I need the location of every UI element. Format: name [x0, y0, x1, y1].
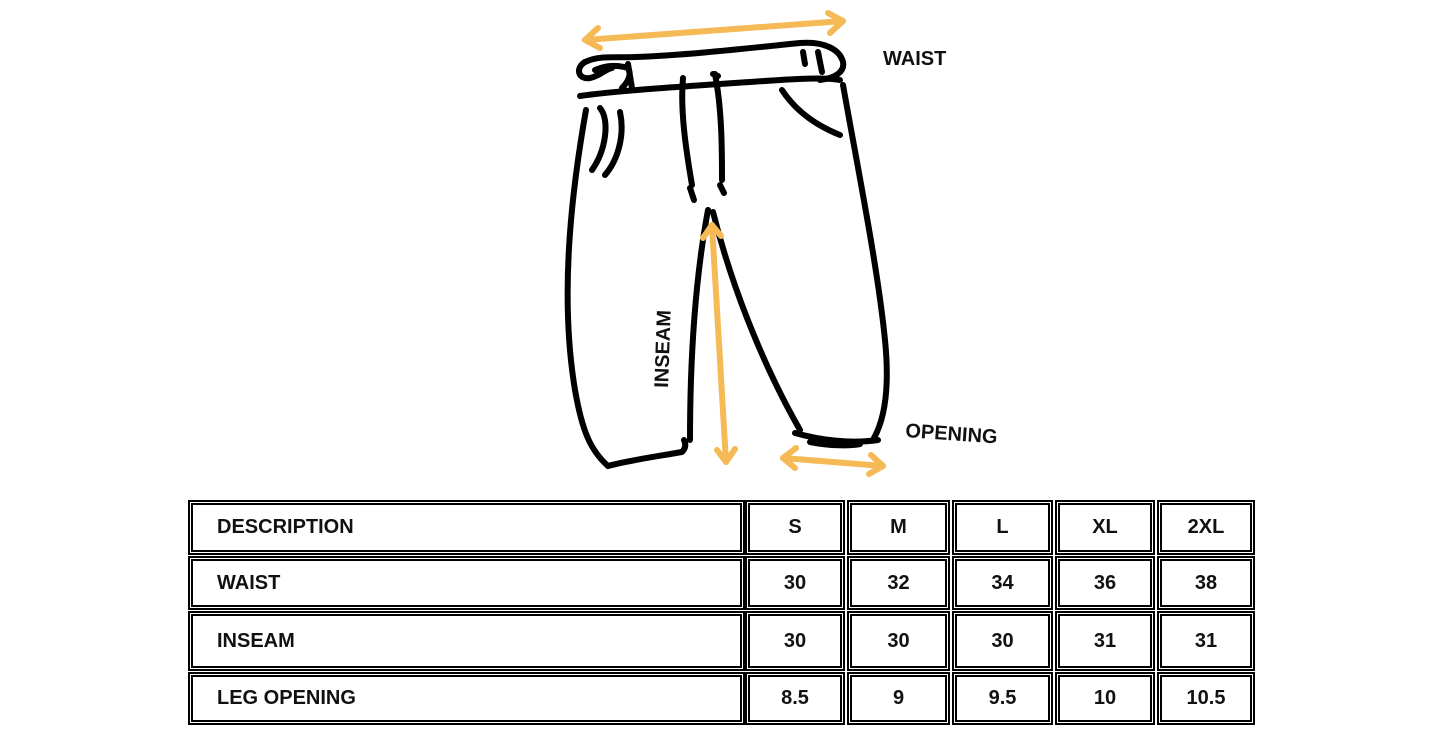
measurement-value-cell: 34: [952, 556, 1053, 610]
waist-label: WAIST: [883, 48, 946, 70]
measurement-value-cell: 31: [1157, 611, 1255, 671]
header-size-cell: 2XL: [1157, 500, 1255, 555]
row-label-cell: WAIST: [188, 556, 745, 610]
opening-label: OPENING: [905, 420, 999, 448]
measurement-value-cell: 38: [1157, 556, 1255, 610]
measurement-value-cell: 36: [1055, 556, 1155, 610]
row-label-cell: LEG OPENING: [188, 672, 745, 725]
measurement-value-cell: 30: [847, 611, 950, 671]
pants-diagram: WAIST INSEAM OPENING: [564, 10, 999, 477]
row-label-cell: INSEAM: [188, 611, 745, 671]
opening-arrow: [780, 445, 886, 477]
pants-outline: [564, 39, 890, 469]
header-size-cell: S: [745, 500, 845, 555]
header-size-cell: L: [952, 500, 1053, 555]
header-size-cell: XL: [1055, 500, 1155, 555]
waist-arrow: [582, 10, 846, 51]
measurement-value-cell: 30: [745, 611, 845, 671]
measurement-value-cell: 9.5: [952, 672, 1053, 725]
measurement-value-cell: 10.5: [1157, 672, 1255, 725]
measurement-value-cell: 32: [847, 556, 950, 610]
measurement-value-cell: 30: [745, 556, 845, 610]
measurement-arrows: [582, 10, 886, 477]
header-size-cell: M: [847, 500, 950, 555]
measurement-value-cell: 10: [1055, 672, 1155, 725]
measurement-value-cell: 8.5: [745, 672, 845, 725]
inseam-label: INSEAM: [651, 310, 676, 389]
header-description-cell: DESCRIPTION: [188, 500, 745, 555]
measurement-value-cell: 9: [847, 672, 950, 725]
inseam-arrow: [700, 222, 738, 465]
measurement-value-cell: 30: [952, 611, 1053, 671]
measurement-value-cell: 31: [1055, 611, 1155, 671]
